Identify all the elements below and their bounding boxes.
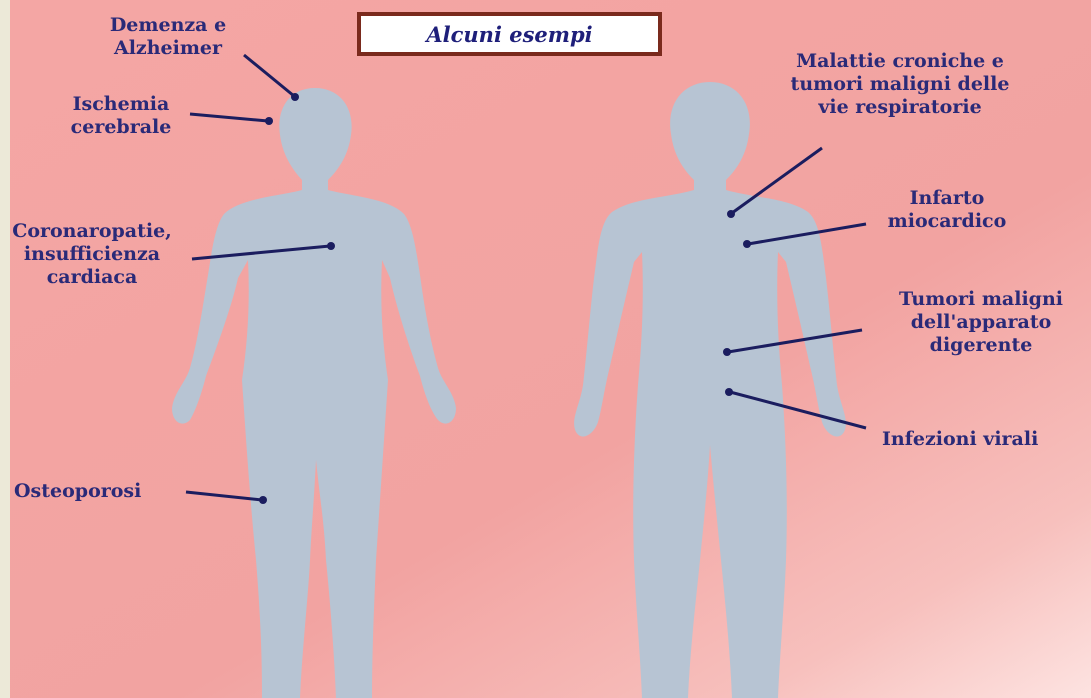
label-line: Malattie croniche e <box>770 50 1030 73</box>
label-line: cerebrale <box>46 116 196 139</box>
label-ischemia: Ischemia cerebrale <box>46 93 196 139</box>
label-line: cardiaca <box>10 266 192 289</box>
pointer-dot-tumori-digerente <box>723 348 731 356</box>
slide-title: Alcuni esempi <box>426 22 592 47</box>
pointer-dot-osteoporosi <box>259 496 267 504</box>
pointer-dot-infarto <box>743 240 751 248</box>
title-box: Alcuni esempi <box>357 12 662 56</box>
pointer-dot-coronaropatie <box>327 242 335 250</box>
pointer-ischemia <box>190 114 268 121</box>
pointer-dot-ischemia <box>265 117 273 125</box>
label-line: vie respiratorie <box>770 96 1030 119</box>
label-line: digerente <box>872 334 1090 357</box>
label-line: Alzheimer <box>78 37 258 60</box>
male-figure <box>574 82 846 698</box>
label-line: Coronaropatie, <box>10 220 192 243</box>
label-coronaropatie: Coronaropatie, insufficienza cardiaca <box>10 220 192 289</box>
label-line: Demenza e <box>78 14 258 37</box>
label-tumori-digerente: Tumori maligni dell'apparato digerente <box>872 288 1090 357</box>
pointer-demenza <box>244 55 294 96</box>
female-silhouette <box>172 88 456 698</box>
male-silhouette <box>574 82 846 698</box>
label-line: miocardico <box>872 210 1022 233</box>
label-line: dell'apparato <box>872 311 1090 334</box>
female-figure <box>172 88 456 698</box>
label-demenza: Demenza e Alzheimer <box>78 14 258 60</box>
label-infezioni: Infezioni virali <box>882 428 1038 451</box>
pointer-dot-demenza <box>291 93 299 101</box>
label-line: Infarto <box>872 187 1022 210</box>
label-line: tumori maligni delle <box>770 73 1030 96</box>
slide: Alcuni esempi Demenza e Alzheimer Ischem… <box>10 0 1091 698</box>
label-line: Ischemia <box>46 93 196 116</box>
label-line: insufficienza <box>10 243 192 266</box>
pointer-dot-malattie-croniche <box>727 210 735 218</box>
label-line: Tumori maligni <box>872 288 1090 311</box>
pointer-dot-infezioni <box>725 388 733 396</box>
label-malattie-croniche: Malattie croniche e tumori maligni delle… <box>770 50 1030 119</box>
label-infarto: Infarto miocardico <box>872 187 1022 233</box>
label-osteoporosi: Osteoporosi <box>14 480 141 503</box>
